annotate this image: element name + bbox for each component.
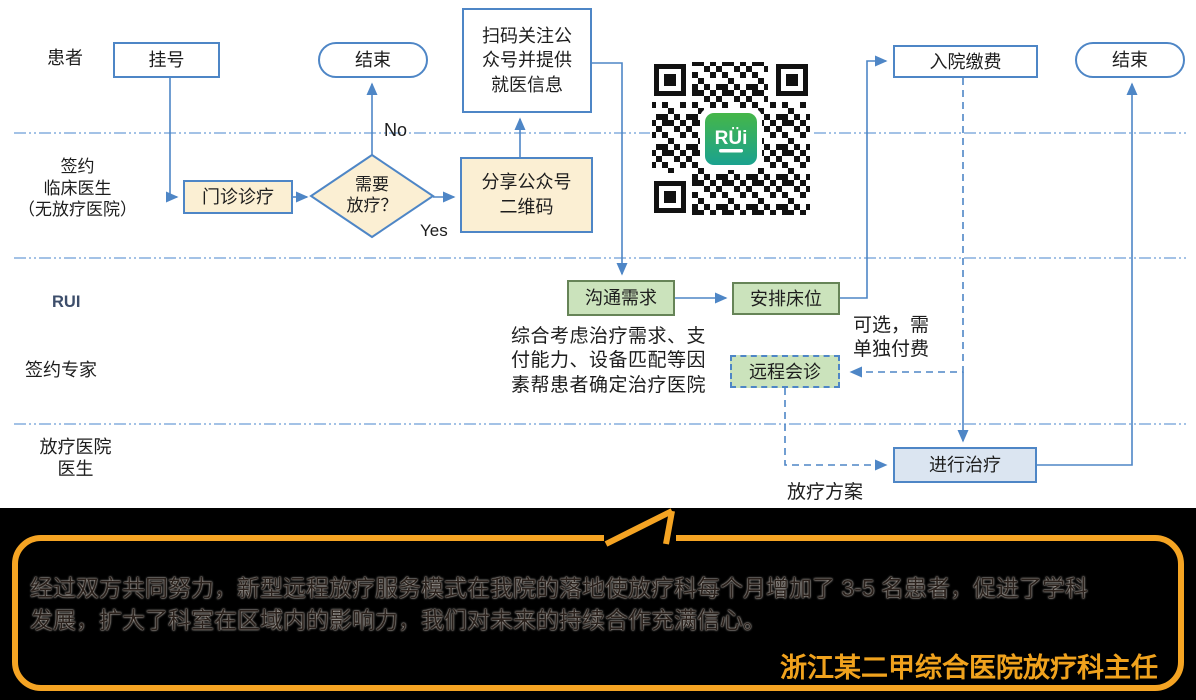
qr-logo-subtext-bar	[719, 149, 743, 153]
quote-line-2: 发展，扩大了科室在区域内的影响力，我们对未来的持续合作充满信心。	[30, 607, 766, 633]
node-admission-pay: 入院缴费	[893, 45, 1038, 78]
node-end-2: 结束	[1075, 42, 1185, 78]
node-treatment: 进行治疗	[893, 447, 1037, 483]
qr-code-image: RÜi	[650, 60, 812, 217]
note-optional-fee: 可选，需 单独付费	[853, 315, 930, 360]
quote-text: 经过双方共同努力，新型远程放疗服务模式在我院的落地使放疗科每个月增加了 3-5 …	[30, 572, 1174, 636]
lane-label-clinician: 签约 临床医生 （无放疗医院）	[18, 157, 137, 219]
lane-label-rui: RUI	[52, 293, 81, 311]
quote-bubble-section: 经过双方共同努力，新型远程放疗服务模式在我院的落地使放疗科每个月增加了 3-5 …	[0, 508, 1196, 700]
note-rt-plan: 放疗方案	[787, 482, 864, 503]
quote-signature: 浙江某二甲综合医院放疗科主任	[780, 653, 1158, 683]
node-outpatient: 门诊诊疗	[183, 180, 293, 214]
qr-logo-text: RÜi	[715, 128, 748, 149]
node-end-1: 结束	[318, 42, 428, 78]
quote-bubble-outline	[12, 508, 1184, 691]
lane-label-rt-doctor: 放疗医院 医生	[39, 437, 112, 479]
edge-label-no: No	[384, 120, 408, 140]
lane-label-expert: 签约专家	[25, 360, 97, 380]
node-share-qr: 分享公众号 二维码	[460, 157, 593, 233]
lane-label-patient: 患者	[47, 48, 83, 68]
node-communicate-needs: 沟通需求	[567, 280, 675, 316]
edge-label-yes: Yes	[420, 221, 448, 240]
speech-bubble-tail	[604, 508, 675, 547]
quote-line-1: 经过双方共同努力，新型远程放疗服务模式在我院的落地使放疗科每个月增加了 3-5 …	[30, 575, 1089, 601]
node-scan-follow: 扫码关注公 众号并提供 就医信息	[462, 8, 592, 113]
node-decision-label: 需要 放疗？	[346, 175, 398, 215]
node-arrange-bed: 安排床位	[732, 282, 840, 315]
node-register: 挂号	[113, 42, 220, 78]
qr-center-logo: RÜi	[700, 108, 762, 170]
flowchart-area: 患者 签约 临床医生 （无放疗医院） RUI 签约专家 放疗医院 医生 挂号 结…	[0, 0, 1196, 508]
qr-code: RÜi	[650, 60, 812, 217]
node-remote-consult: 远程会诊	[730, 355, 840, 388]
qr-finder-patterns	[650, 60, 812, 217]
note-consider-factors: 综合考虑治疗需求、支 付能力、设备匹配等因 素帮患者确定治疗医院	[511, 326, 707, 396]
